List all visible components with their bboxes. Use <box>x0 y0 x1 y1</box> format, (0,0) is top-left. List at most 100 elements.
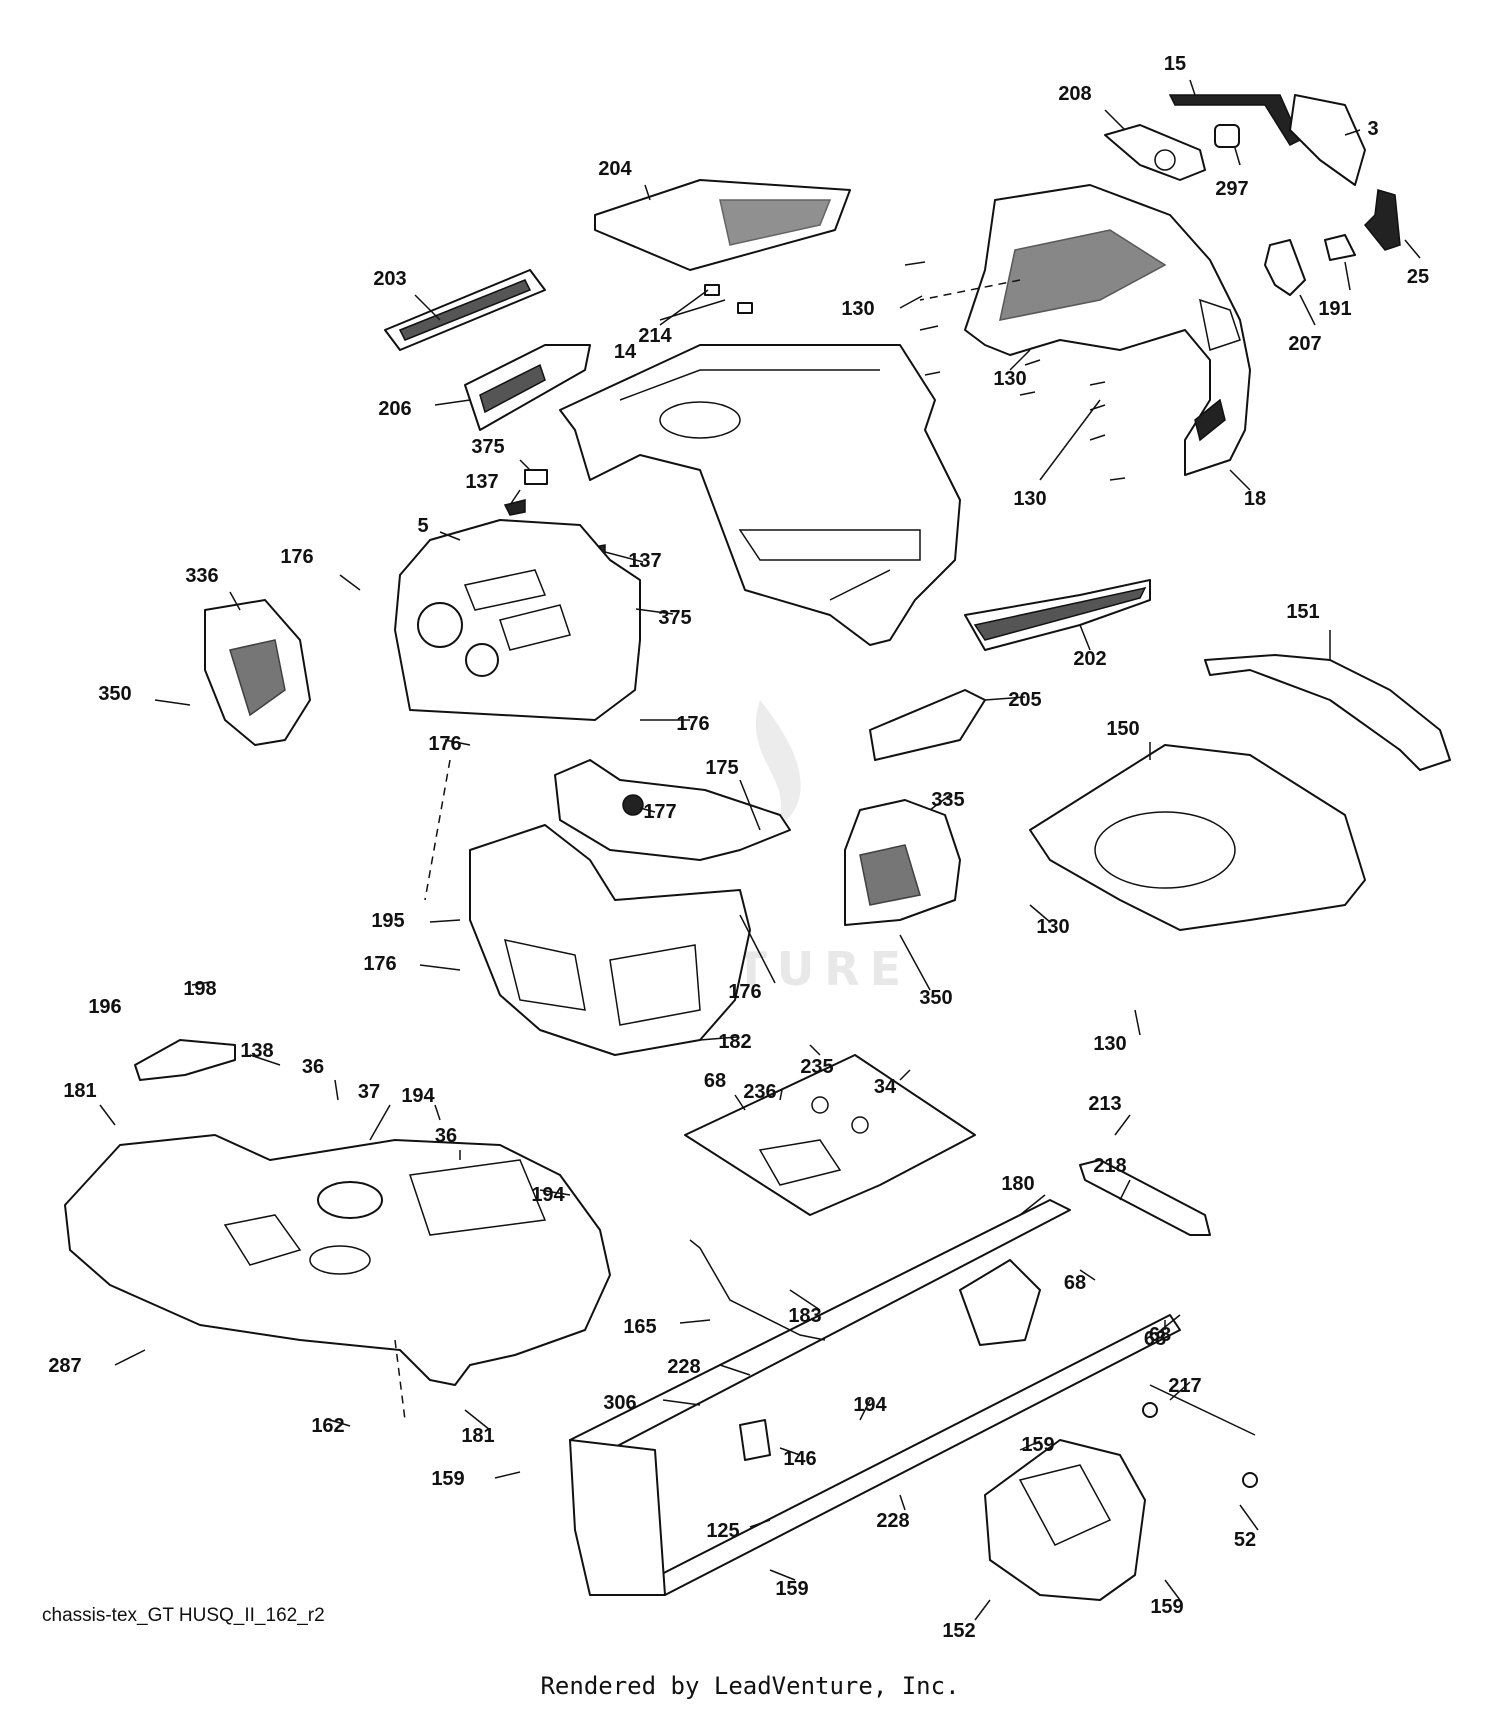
bracket-151-part <box>1204 654 1451 771</box>
part-callout-138[interactable]: 138 <box>240 1040 273 1062</box>
part-callout-36[interactable]: 36 <box>435 1125 457 1147</box>
part-callout-165[interactable]: 165 <box>623 1316 656 1338</box>
floor-panel-part <box>1029 744 1366 931</box>
leader-line <box>429 919 461 923</box>
part-callout-137[interactable]: 137 <box>465 471 498 493</box>
part-callout-162[interactable]: 162 <box>311 1415 344 1437</box>
part-callout-228[interactable]: 228 <box>876 1510 909 1532</box>
part-callout-34[interactable]: 34 <box>874 1076 897 1098</box>
socket-part <box>1264 239 1306 296</box>
part-callout-130[interactable]: 130 <box>1013 488 1046 510</box>
leader-line <box>1234 147 1241 166</box>
leader-line <box>809 1044 821 1056</box>
part-callout-18[interactable]: 18 <box>1244 488 1266 510</box>
part-callout-182[interactable]: 182 <box>718 1031 751 1053</box>
part-callout-146[interactable]: 146 <box>783 1448 816 1470</box>
part-callout-194[interactable]: 194 <box>531 1184 565 1206</box>
part-callout-176[interactable]: 176 <box>363 953 396 975</box>
leader-line <box>1019 1440 1041 1451</box>
part-callout-191[interactable]: 191 <box>1318 298 1351 320</box>
lens-part <box>1104 124 1206 181</box>
leader-line <box>1169 1381 1191 1401</box>
part-callout-336[interactable]: 336 <box>185 565 218 587</box>
part-callout-202[interactable]: 202 <box>1073 648 1106 670</box>
leader-line <box>1114 1114 1131 1136</box>
part-callout-175[interactable]: 175 <box>705 757 738 779</box>
part-callout-297[interactable]: 297 <box>1215 178 1248 200</box>
part-callout-204[interactable]: 204 <box>598 158 632 180</box>
part-callout-198[interactable]: 198 <box>183 978 216 1000</box>
part-callout-206[interactable]: 206 <box>378 398 411 420</box>
part-callout-287[interactable]: 287 <box>48 1355 81 1377</box>
part-callout-159[interactable]: 159 <box>1150 1596 1183 1618</box>
part-callout-218[interactable]: 218 <box>1093 1155 1126 1177</box>
part-callout-36[interactable]: 36 <box>302 1056 324 1078</box>
lower-dash-part <box>469 824 751 1056</box>
part-callout-228[interactable]: 228 <box>667 1356 700 1378</box>
leader-line <box>699 1036 738 1041</box>
part-callout-350[interactable]: 350 <box>919 987 952 1009</box>
part-callout-68[interactable]: 68 <box>1144 1328 1166 1350</box>
part-callout-68[interactable]: 68 <box>704 1070 726 1092</box>
part-callout-177[interactable]: 177 <box>643 801 676 823</box>
guide-line <box>424 759 451 901</box>
part-callout-15[interactable]: 15 <box>1164 53 1186 75</box>
part-callout-236[interactable]: 236 <box>743 1081 776 1103</box>
part-callout-235[interactable]: 235 <box>800 1056 833 1078</box>
part-callout-180[interactable]: 180 <box>1001 1173 1034 1195</box>
part-callout-194[interactable]: 194 <box>853 1394 887 1416</box>
part-callout-207[interactable]: 207 <box>1288 333 1321 355</box>
part-callout-25[interactable]: 25 <box>1407 266 1429 288</box>
part-callout-159[interactable]: 159 <box>431 1468 464 1490</box>
part-callout-159[interactable]: 159 <box>1021 1434 1054 1456</box>
part-callout-306[interactable]: 306 <box>603 1392 636 1414</box>
part-callout-205[interactable]: 205 <box>1008 689 1041 711</box>
part-callout-181[interactable]: 181 <box>63 1080 96 1102</box>
part-callout-150[interactable]: 150 <box>1106 718 1139 740</box>
part-callout-181[interactable]: 181 <box>461 1425 494 1447</box>
part-callout-203[interactable]: 203 <box>373 268 406 290</box>
part-callout-130[interactable]: 130 <box>1036 916 1069 938</box>
part-callout-125[interactable]: 125 <box>706 1520 739 1542</box>
part-callout-130[interactable]: 130 <box>841 298 874 320</box>
part-callout-37[interactable]: 37 <box>358 1081 380 1103</box>
knob-part <box>622 794 644 816</box>
part-callout-375[interactable]: 375 <box>471 436 504 458</box>
leader-line <box>414 294 441 321</box>
part-callout-137[interactable]: 137 <box>628 550 661 572</box>
part-callout-176[interactable]: 176 <box>676 713 709 735</box>
part-callout-176[interactable]: 176 <box>728 981 761 1003</box>
part-callout-52[interactable]: 52 <box>1234 1529 1256 1551</box>
part-callout-375[interactable]: 375 <box>658 607 691 629</box>
leader-line <box>1019 1194 1046 1216</box>
part-callout-176[interactable]: 176 <box>280 546 313 568</box>
part-callout-130[interactable]: 130 <box>1093 1033 1126 1055</box>
part-callout-159[interactable]: 159 <box>775 1578 808 1600</box>
part-callout-68[interactable]: 68 <box>1064 1272 1086 1294</box>
part-callout-130[interactable]: 130 <box>993 368 1026 390</box>
part-callout-176[interactable]: 176 <box>428 733 461 755</box>
part-callout-214[interactable]: 214 <box>638 325 672 347</box>
part-callout-350[interactable]: 350 <box>98 683 131 705</box>
leader-line <box>99 1104 116 1126</box>
part-callout-196[interactable]: 196 <box>88 996 121 1018</box>
part-callout-208[interactable]: 208 <box>1058 83 1091 105</box>
part-callout-213[interactable]: 213 <box>1088 1093 1121 1115</box>
part-callout-3[interactable]: 3 <box>1367 118 1378 140</box>
part-callout-217[interactable]: 217 <box>1168 1375 1201 1397</box>
part-callout-151[interactable]: 151 <box>1286 601 1319 623</box>
leader-line <box>329 1419 351 1427</box>
part-callout-14[interactable]: 14 <box>614 341 637 363</box>
part-callout-183[interactable]: 183 <box>788 1305 821 1327</box>
screws-130-group <box>904 261 1126 481</box>
part-callout-335[interactable]: 335 <box>931 789 964 811</box>
part-callout-152[interactable]: 152 <box>942 1620 975 1642</box>
leader-line <box>1079 624 1091 651</box>
leader-line <box>1134 1009 1141 1036</box>
part-callout-195[interactable]: 195 <box>371 910 404 932</box>
part-callout-5[interactable]: 5 <box>417 515 428 537</box>
part-callout-194[interactable]: 194 <box>401 1085 435 1107</box>
leader-line <box>974 1599 991 1621</box>
part-callout-68[interactable]: 68 <box>1149 1324 1171 1346</box>
